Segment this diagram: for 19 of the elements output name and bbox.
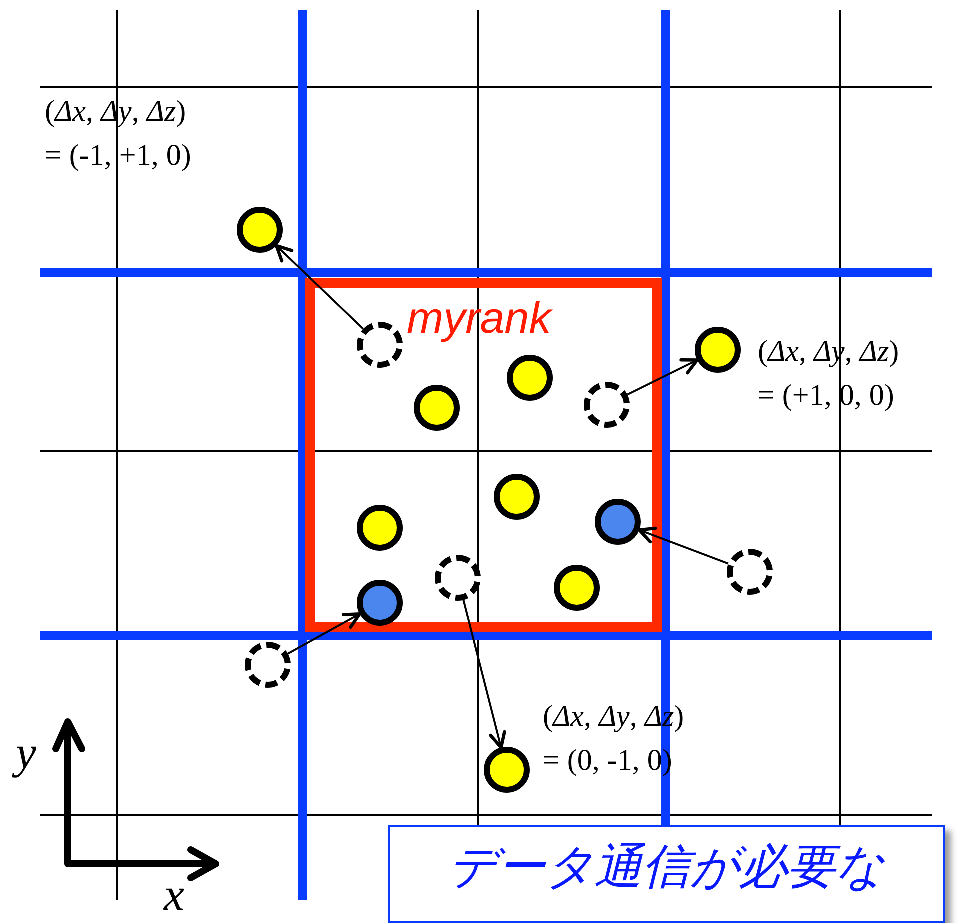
arrow: [274, 244, 364, 330]
note-text: データ通信が必要な: [448, 840, 886, 896]
domain-box: [305, 278, 662, 632]
arrow: [288, 612, 362, 655]
arrow: [638, 526, 729, 565]
particle-circle: [484, 747, 530, 793]
particle-circle: [237, 207, 283, 253]
arrow: [627, 358, 699, 396]
particle-circle: [357, 580, 403, 626]
particle-circle: [695, 327, 741, 373]
particle-circle: [554, 565, 600, 611]
particle-circle: [494, 474, 540, 520]
axis-label: x: [164, 870, 184, 920]
particle-circle: [414, 385, 460, 431]
particle-circle: [357, 505, 403, 551]
particle-circle: [507, 355, 553, 401]
arrow: [462, 600, 506, 750]
particle-circle: [595, 499, 641, 545]
note-box: [388, 825, 945, 923]
